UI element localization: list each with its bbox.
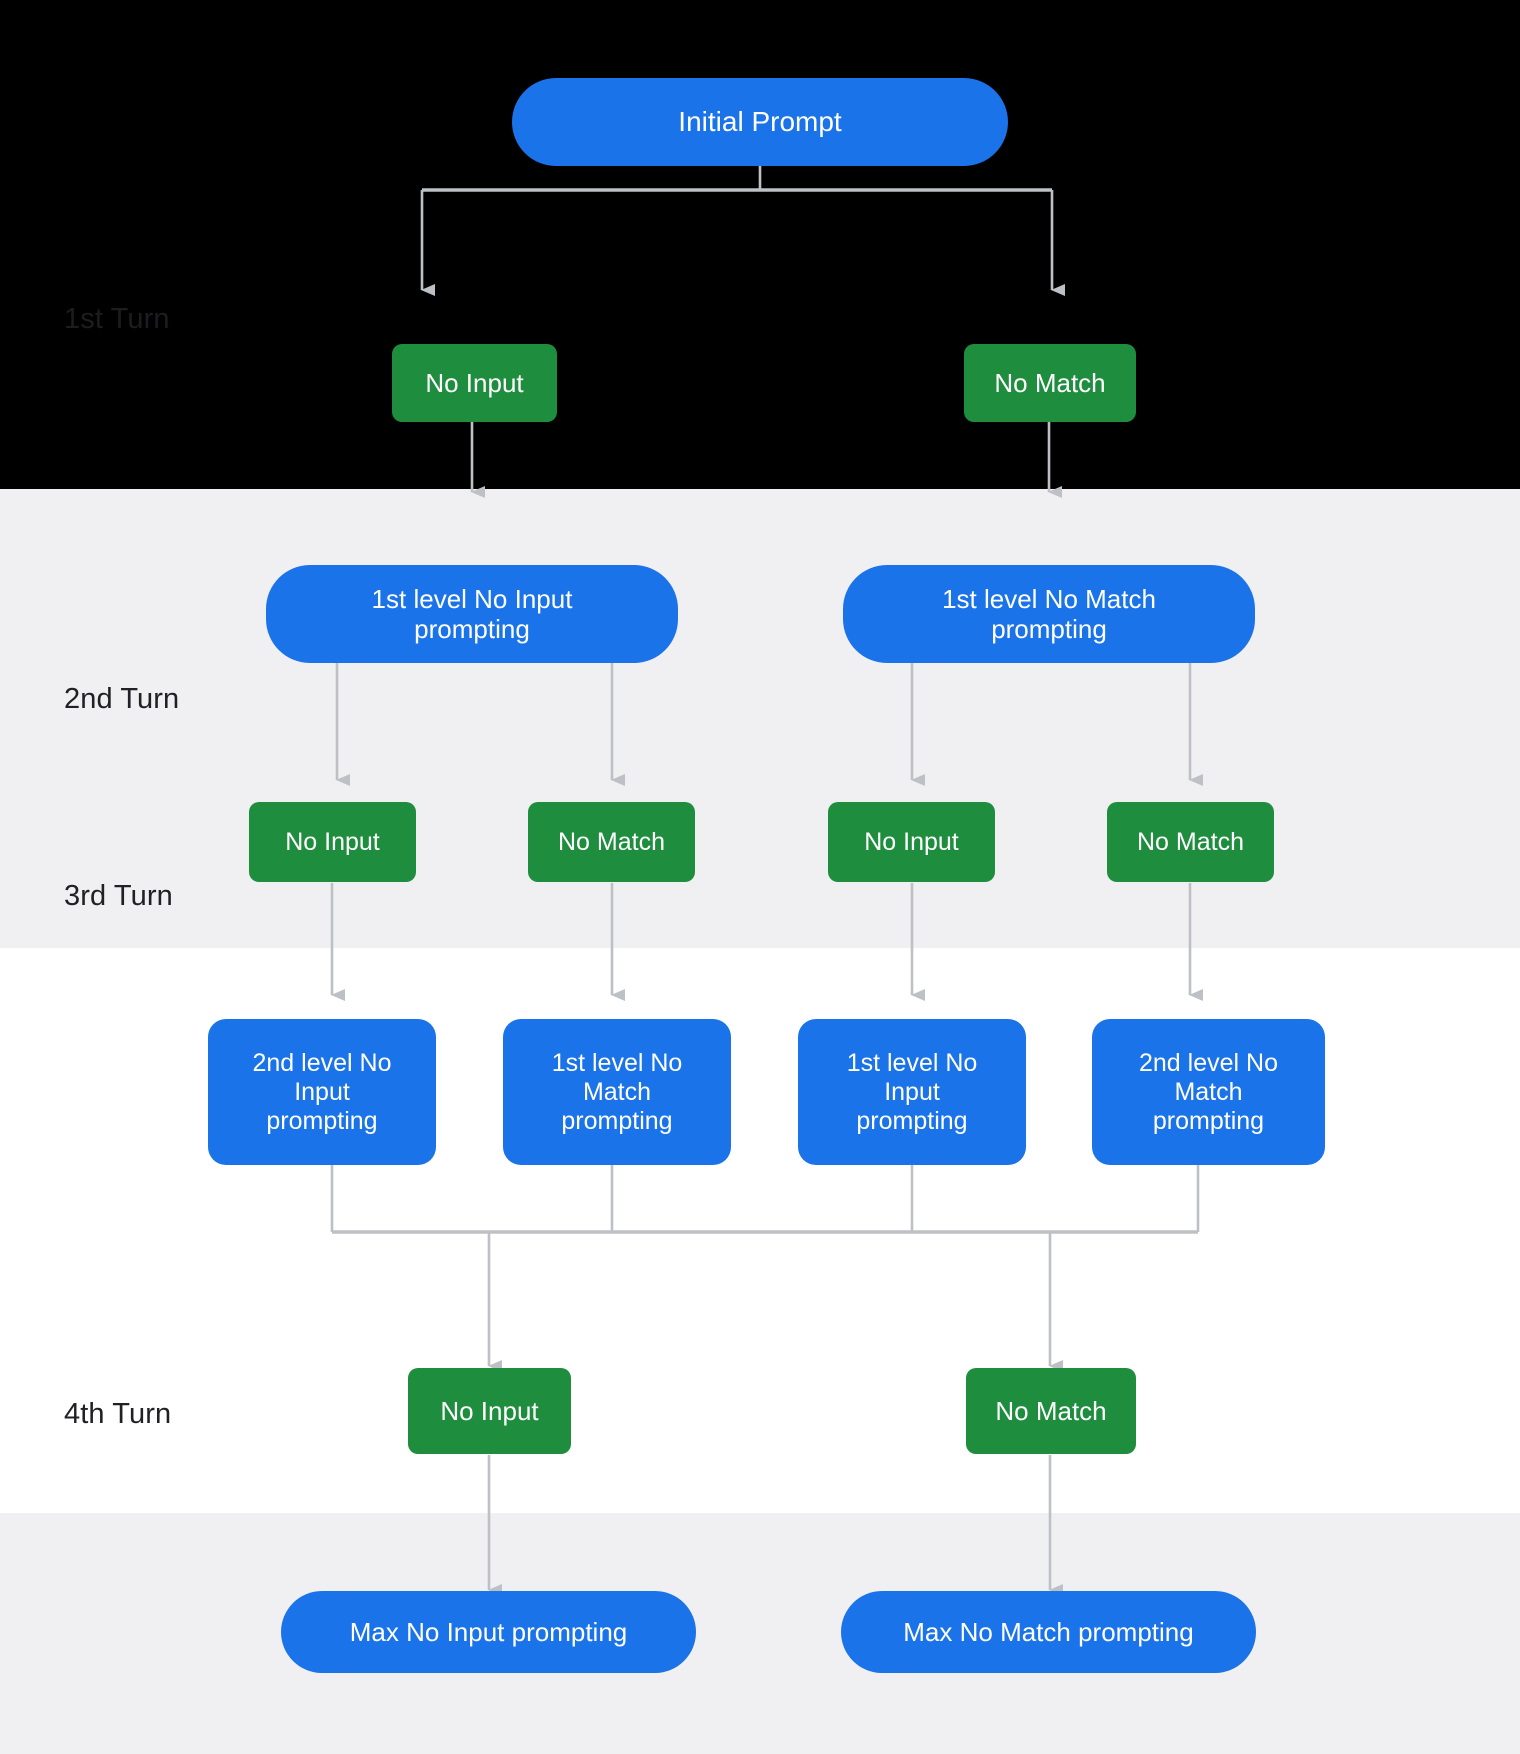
line-1: 1st level No Match xyxy=(942,583,1156,614)
line-2: prompting xyxy=(414,614,530,644)
node-turn2-prompt-no-input-label: 1st level No Input prompting xyxy=(358,584,587,644)
node-turn3-prompt-2nd-no-match[interactable]: 2nd level No Match prompting xyxy=(1092,1019,1325,1165)
line-3: prompting xyxy=(266,1106,378,1135)
line-3: prompting xyxy=(856,1106,968,1135)
node-turn1-no-input[interactable]: No Input xyxy=(392,344,557,422)
line-1: 2nd level No xyxy=(252,1048,392,1077)
line-1: 1st level No xyxy=(551,1048,683,1077)
node-turn4-max-no-input-label: Max No Input prompting xyxy=(349,1616,628,1647)
node-turn2-event-no-input-a[interactable]: No Input xyxy=(249,802,416,882)
node-turn2-event-no-input-b-label: No Input xyxy=(864,827,959,856)
turn-label-2nd: 2nd Turn xyxy=(64,683,180,715)
node-turn3-prompt-2nd-no-input[interactable]: 2nd level No Input prompting xyxy=(208,1019,436,1165)
line-1: 1st level No xyxy=(846,1048,978,1077)
node-turn4-max-no-match-label: Max No Match prompting xyxy=(903,1616,1194,1647)
line-2: Match xyxy=(582,1077,652,1106)
turn-label-3rd: 3rd Turn xyxy=(64,880,173,912)
line-2: Match xyxy=(1174,1077,1243,1106)
node-turn2-event-no-match-a-label: No Match xyxy=(558,827,665,856)
node-turn3-prompt-1st-no-match-label: 1st level No Match prompting xyxy=(538,1049,697,1136)
node-turn3-prompt-1st-no-input[interactable]: 1st level No Input prompting xyxy=(798,1019,1026,1165)
node-turn3-prompt-1st-no-input-label: 1st level No Input prompting xyxy=(833,1049,992,1136)
node-turn1-no-match-label: No Match xyxy=(994,367,1106,398)
node-turn2-event-no-match-b[interactable]: No Match xyxy=(1107,802,1274,882)
node-turn2-prompt-no-match[interactable]: 1st level No Match prompting xyxy=(843,565,1255,663)
line-3: prompting xyxy=(561,1106,673,1135)
node-turn2-event-no-input-b[interactable]: No Input xyxy=(828,802,995,882)
node-turn3-event-no-match[interactable]: No Match xyxy=(966,1368,1136,1454)
node-turn4-max-no-match[interactable]: Max No Match prompting xyxy=(841,1591,1256,1673)
line-1: 2nd level No xyxy=(1139,1048,1278,1077)
node-turn2-event-no-input-a-label: No Input xyxy=(285,827,380,856)
node-turn2-event-no-match-b-label: No Match xyxy=(1137,827,1244,856)
node-turn3-prompt-2nd-no-input-label: 2nd level No Input prompting xyxy=(239,1049,406,1136)
node-turn3-prompt-1st-no-match[interactable]: 1st level No Match prompting xyxy=(503,1019,731,1165)
node-turn3-prompt-2nd-no-match-label: 2nd level No Match prompting xyxy=(1125,1049,1292,1136)
node-initial-prompt-label: Initial Prompt xyxy=(678,105,842,137)
turn-band-4 xyxy=(0,1513,1520,1754)
node-turn4-max-no-input[interactable]: Max No Input prompting xyxy=(281,1591,696,1673)
turn-label-1st: 1st Turn xyxy=(64,303,170,335)
node-turn2-prompt-no-match-label: 1st level No Match prompting xyxy=(928,584,1170,644)
node-initial-prompt[interactable]: Initial Prompt xyxy=(512,78,1008,166)
node-turn3-event-no-input-label: No Input xyxy=(440,1395,539,1426)
node-turn2-prompt-no-input[interactable]: 1st level No Input prompting xyxy=(266,565,678,663)
node-turn1-no-input-label: No Input xyxy=(425,367,524,398)
line-1: 1st level No Input xyxy=(371,583,573,614)
node-turn3-event-no-input[interactable]: No Input xyxy=(408,1368,571,1454)
node-turn1-no-match[interactable]: No Match xyxy=(964,344,1136,422)
node-turn2-event-no-match-a[interactable]: No Match xyxy=(528,802,695,882)
line-2: Input xyxy=(294,1077,350,1106)
turn-label-4th: 4th Turn xyxy=(64,1398,172,1430)
line-2: Input xyxy=(884,1077,940,1106)
node-turn3-event-no-match-label: No Match xyxy=(995,1395,1107,1426)
line-3: prompting xyxy=(1152,1106,1265,1135)
line-2: prompting xyxy=(991,614,1107,644)
